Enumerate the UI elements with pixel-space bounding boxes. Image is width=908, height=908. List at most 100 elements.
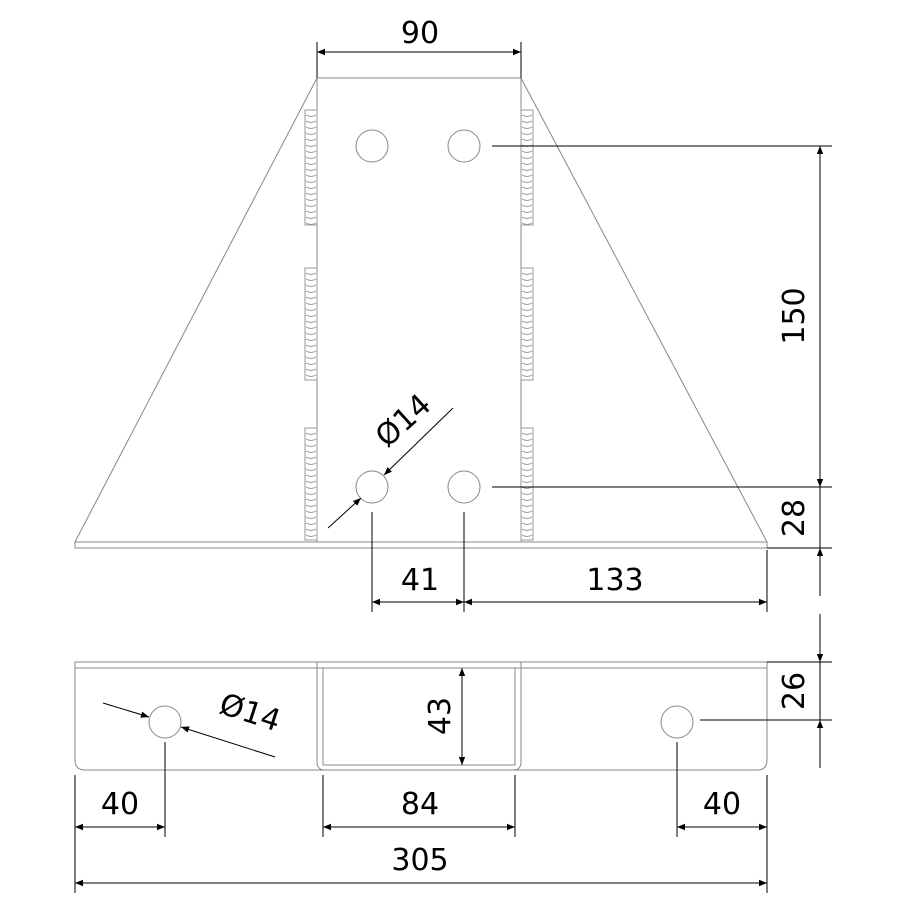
weld-bead bbox=[521, 192, 533, 195]
dimension-26: 26 bbox=[700, 614, 832, 768]
weld-bead bbox=[521, 504, 533, 507]
weld-bead bbox=[305, 198, 317, 201]
weld-bead bbox=[305, 150, 317, 153]
weld-bead bbox=[305, 326, 317, 329]
weld-bead bbox=[305, 284, 317, 287]
weld-bead bbox=[305, 432, 317, 435]
dimension-label: 41 bbox=[401, 563, 439, 598]
dimension-label: 150 bbox=[777, 287, 812, 344]
weld-bead bbox=[305, 510, 317, 513]
weld-bead bbox=[521, 198, 533, 201]
weld-bead bbox=[305, 156, 317, 159]
weld-bead bbox=[521, 432, 533, 435]
hole bbox=[660, 705, 694, 739]
weld-bead bbox=[305, 480, 317, 483]
weld-seam bbox=[520, 267, 534, 381]
weld-bead bbox=[521, 456, 533, 459]
weld-bead bbox=[521, 468, 533, 471]
weld-bead bbox=[305, 332, 317, 335]
weld-bead bbox=[521, 320, 533, 323]
gusset-left bbox=[74, 77, 318, 543]
weld-bead bbox=[521, 216, 533, 219]
weld-bead bbox=[305, 462, 317, 465]
dimension-150: 150 bbox=[492, 145, 832, 549]
weld-bead bbox=[521, 126, 533, 129]
dimension-label: 305 bbox=[391, 843, 448, 878]
weld-bead bbox=[521, 156, 533, 159]
weld-bead bbox=[305, 362, 317, 365]
weld-bead bbox=[305, 204, 317, 207]
weld-bead bbox=[521, 516, 533, 519]
weld-bead bbox=[305, 138, 317, 141]
weld-seam bbox=[520, 427, 534, 541]
weld-bead bbox=[305, 486, 317, 489]
weld-bead bbox=[521, 296, 533, 299]
weld-bead bbox=[305, 120, 317, 123]
dimension-label: Ø14 bbox=[215, 687, 285, 739]
hole bbox=[355, 470, 389, 504]
weld-bead bbox=[521, 290, 533, 293]
weld-bead bbox=[305, 528, 317, 531]
dimension-label: 28 bbox=[777, 499, 812, 537]
weld-bead bbox=[521, 374, 533, 377]
weld-bead bbox=[521, 132, 533, 135]
weld-bead bbox=[521, 362, 533, 365]
weld-seam bbox=[304, 427, 318, 541]
weld-bead bbox=[521, 474, 533, 477]
weld-bead bbox=[521, 528, 533, 531]
weld-bead bbox=[305, 278, 317, 281]
weld-bead bbox=[305, 516, 317, 519]
weld-bead bbox=[305, 356, 317, 359]
weld-bead bbox=[521, 284, 533, 287]
dimension-label: 26 bbox=[777, 672, 812, 710]
weld-bead bbox=[305, 320, 317, 323]
weld-bead bbox=[521, 350, 533, 353]
dimension-40-right: 40 bbox=[677, 787, 767, 831]
weld-bead bbox=[305, 144, 317, 147]
dimension-diameter-top: Ø14 bbox=[327, 387, 454, 529]
weld-bead bbox=[305, 302, 317, 305]
dimension-43: 43 bbox=[423, 668, 466, 765]
weld-bead bbox=[305, 314, 317, 317]
weld-bead bbox=[521, 114, 533, 117]
weld-bead bbox=[521, 162, 533, 165]
weld-bead bbox=[521, 326, 533, 329]
hole bbox=[355, 129, 389, 163]
weld-bead bbox=[521, 272, 533, 275]
weld-bead bbox=[305, 162, 317, 165]
weld-bead bbox=[521, 210, 533, 213]
weld-bead bbox=[521, 444, 533, 447]
weld-bead bbox=[305, 468, 317, 471]
weld-bead bbox=[305, 444, 317, 447]
weld-bead bbox=[305, 522, 317, 525]
hole bbox=[447, 470, 481, 504]
weld-bead bbox=[305, 368, 317, 371]
weld-bead bbox=[305, 210, 317, 213]
weld-bead bbox=[521, 174, 533, 177]
weld-bead bbox=[305, 222, 317, 225]
hole bbox=[447, 129, 481, 163]
weld-bead bbox=[305, 126, 317, 129]
dimension-133: 133 bbox=[464, 550, 768, 612]
dimension-label: 84 bbox=[401, 787, 439, 822]
weld-bead bbox=[521, 480, 533, 483]
weld-bead bbox=[305, 474, 317, 477]
base-plate-side bbox=[74, 661, 768, 771]
weld-bead bbox=[521, 338, 533, 341]
hole bbox=[148, 705, 182, 739]
weld-bead bbox=[521, 332, 533, 335]
weld-bead bbox=[305, 308, 317, 311]
weld-bead bbox=[305, 350, 317, 353]
weld-bead bbox=[305, 374, 317, 377]
weld-bead bbox=[521, 204, 533, 207]
tube-top bbox=[316, 77, 522, 543]
weld-bead bbox=[305, 504, 317, 507]
dimension-305: 305 bbox=[75, 843, 767, 887]
weld-bead bbox=[305, 338, 317, 341]
weld-bead bbox=[521, 186, 533, 189]
weld-bead bbox=[521, 120, 533, 123]
tube-inner bbox=[322, 667, 516, 766]
weld-bead bbox=[305, 192, 317, 195]
dimension-label: 40 bbox=[703, 787, 741, 822]
